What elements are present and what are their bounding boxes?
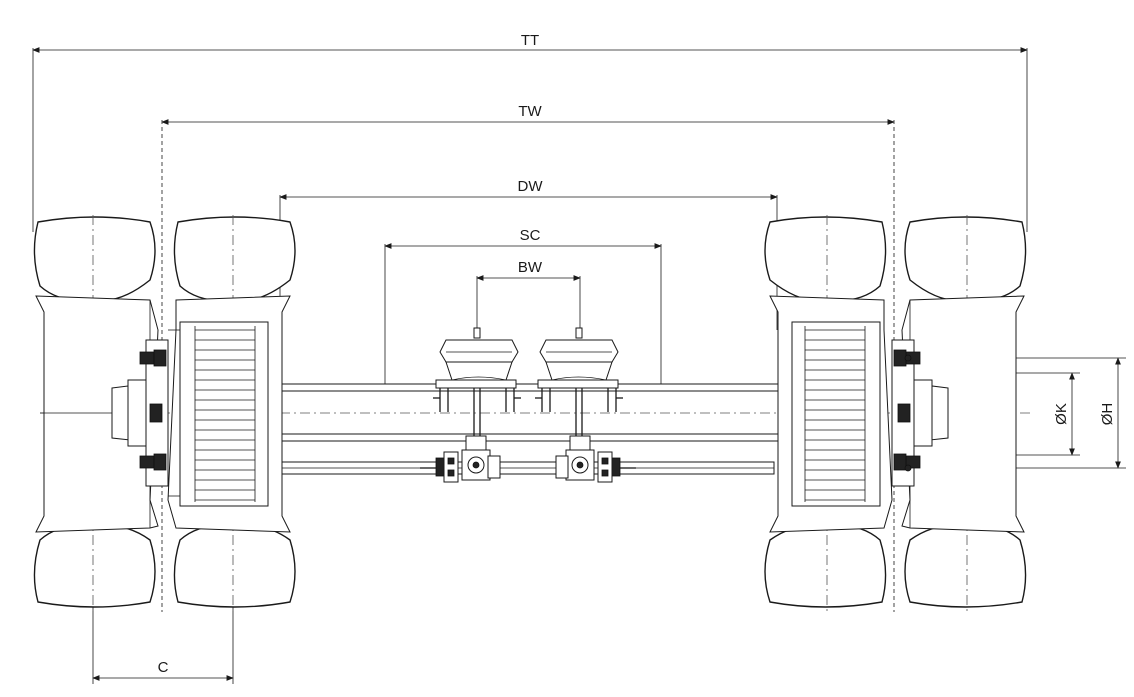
dimension-dw-label: DW — [518, 178, 544, 195]
dimension-tt: TT — [32, 32, 1028, 232]
dimension-bw-label: BW — [518, 259, 543, 276]
brake-chamber-right — [535, 327, 623, 440]
slack-adjuster-right — [555, 435, 636, 483]
right-wheel-assembly — [764, 215, 1027, 612]
slack-adjuster-left — [420, 435, 501, 483]
dimension-c: C — [92, 600, 234, 684]
dimension-bw: BW — [476, 259, 581, 332]
dimension-sc-label: SC — [520, 227, 541, 244]
left-wheel-assembly — [33, 215, 296, 612]
bolt-circle-marks — [904, 354, 912, 472]
brake-chamber-left — [433, 327, 521, 440]
dimension-sc: SC — [384, 227, 662, 384]
dimension-c-label: C — [158, 659, 169, 676]
dimension-tw-label: TW — [518, 103, 542, 120]
dimension-k-label: ØK — [1053, 403, 1070, 425]
dimension-dw: DW — [279, 178, 778, 330]
dimension-h-label: ØH — [1099, 403, 1116, 426]
tire-left-inner-top — [173, 216, 296, 302]
tire-left-outer-top — [33, 216, 156, 302]
tire-left-inner-bottom — [173, 524, 296, 608]
tire-left-outer-bottom — [33, 524, 156, 608]
dimension-tt-label: TT — [521, 32, 539, 49]
axle-beam — [269, 383, 786, 475]
